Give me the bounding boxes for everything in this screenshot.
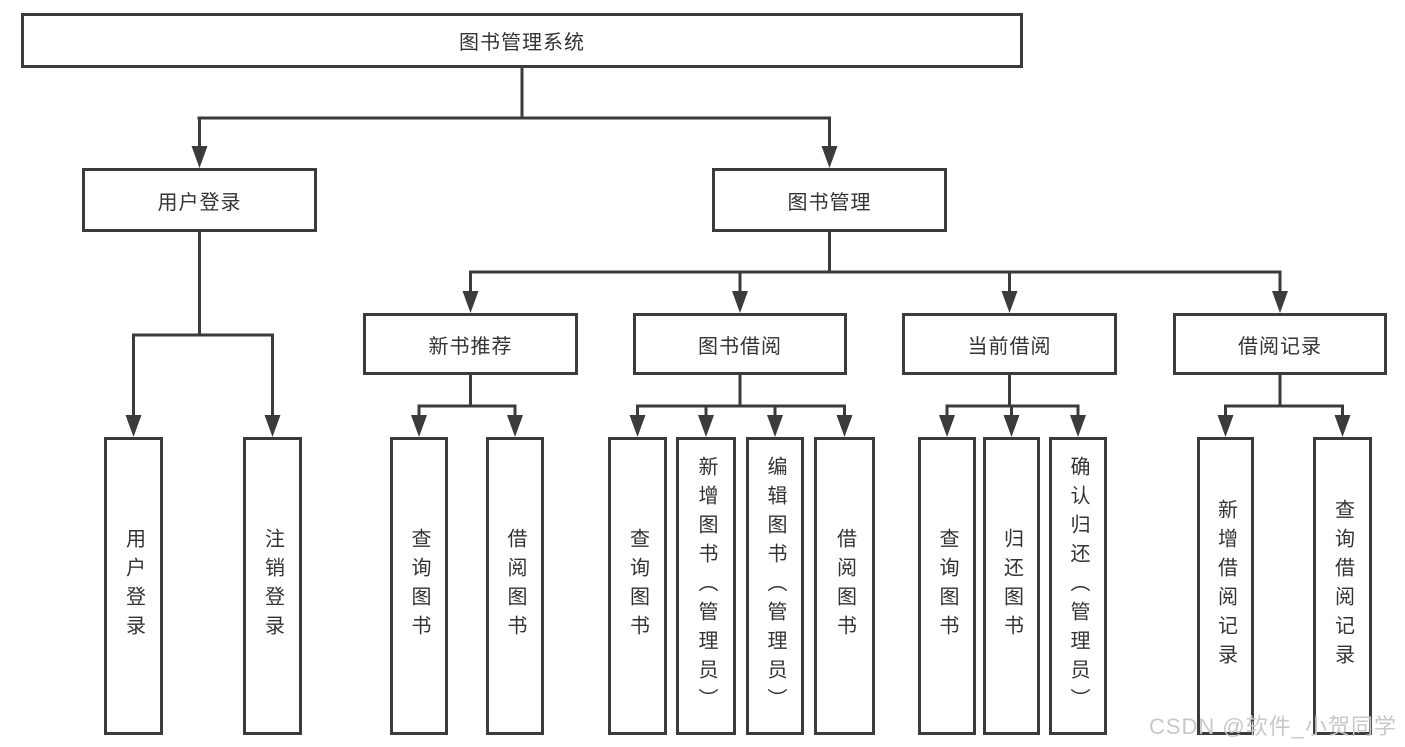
node-book-borrow: 图书借阅	[633, 313, 847, 375]
leaf-edit-book-admin: 编辑图书（管理员）	[746, 437, 804, 735]
leaf-return-book: 归还图书	[983, 437, 1040, 735]
connector-user-login-children	[125, 232, 281, 437]
connector-current-borrow-children	[939, 375, 1086, 437]
node-book-management: 图书管理	[712, 168, 947, 232]
node-user-login: 用户登录	[82, 168, 317, 232]
leaf-borrow-book-1: 借阅图书	[486, 437, 544, 735]
leaf-borrow-book-2: 借阅图书	[814, 437, 875, 735]
connector-root-to-level2	[191, 68, 838, 168]
leaf-query-book-3: 查询图书	[918, 437, 976, 735]
node-borrow-record: 借阅记录	[1173, 313, 1387, 375]
connector-new-book-children	[411, 375, 523, 437]
node-new-book-recommend: 新书推荐	[363, 313, 578, 375]
leaf-add-book-admin: 新增图书（管理员）	[676, 437, 736, 735]
leaf-add-borrow-record: 新增借阅记录	[1197, 437, 1254, 735]
leaf-query-book-1: 查询图书	[390, 437, 448, 735]
node-library-system: 图书管理系统	[21, 13, 1023, 68]
leaf-user-login: 用户登录	[104, 437, 163, 735]
connector-book-borrow-children	[629, 375, 853, 437]
leaf-confirm-return-admin: 确认归还（管理员）	[1049, 437, 1107, 735]
leaf-query-book-2: 查询图书	[608, 437, 667, 735]
node-current-borrow: 当前借阅	[902, 313, 1117, 375]
connector-book-mgmt-children	[462, 232, 1288, 313]
connector-borrow-record-children	[1217, 375, 1351, 437]
csdn-watermark: CSDN @软件_小贺同学	[1148, 714, 1397, 739]
leaf-logout: 注销登录	[243, 437, 302, 735]
leaf-query-borrow-record: 查询借阅记录	[1313, 437, 1372, 735]
